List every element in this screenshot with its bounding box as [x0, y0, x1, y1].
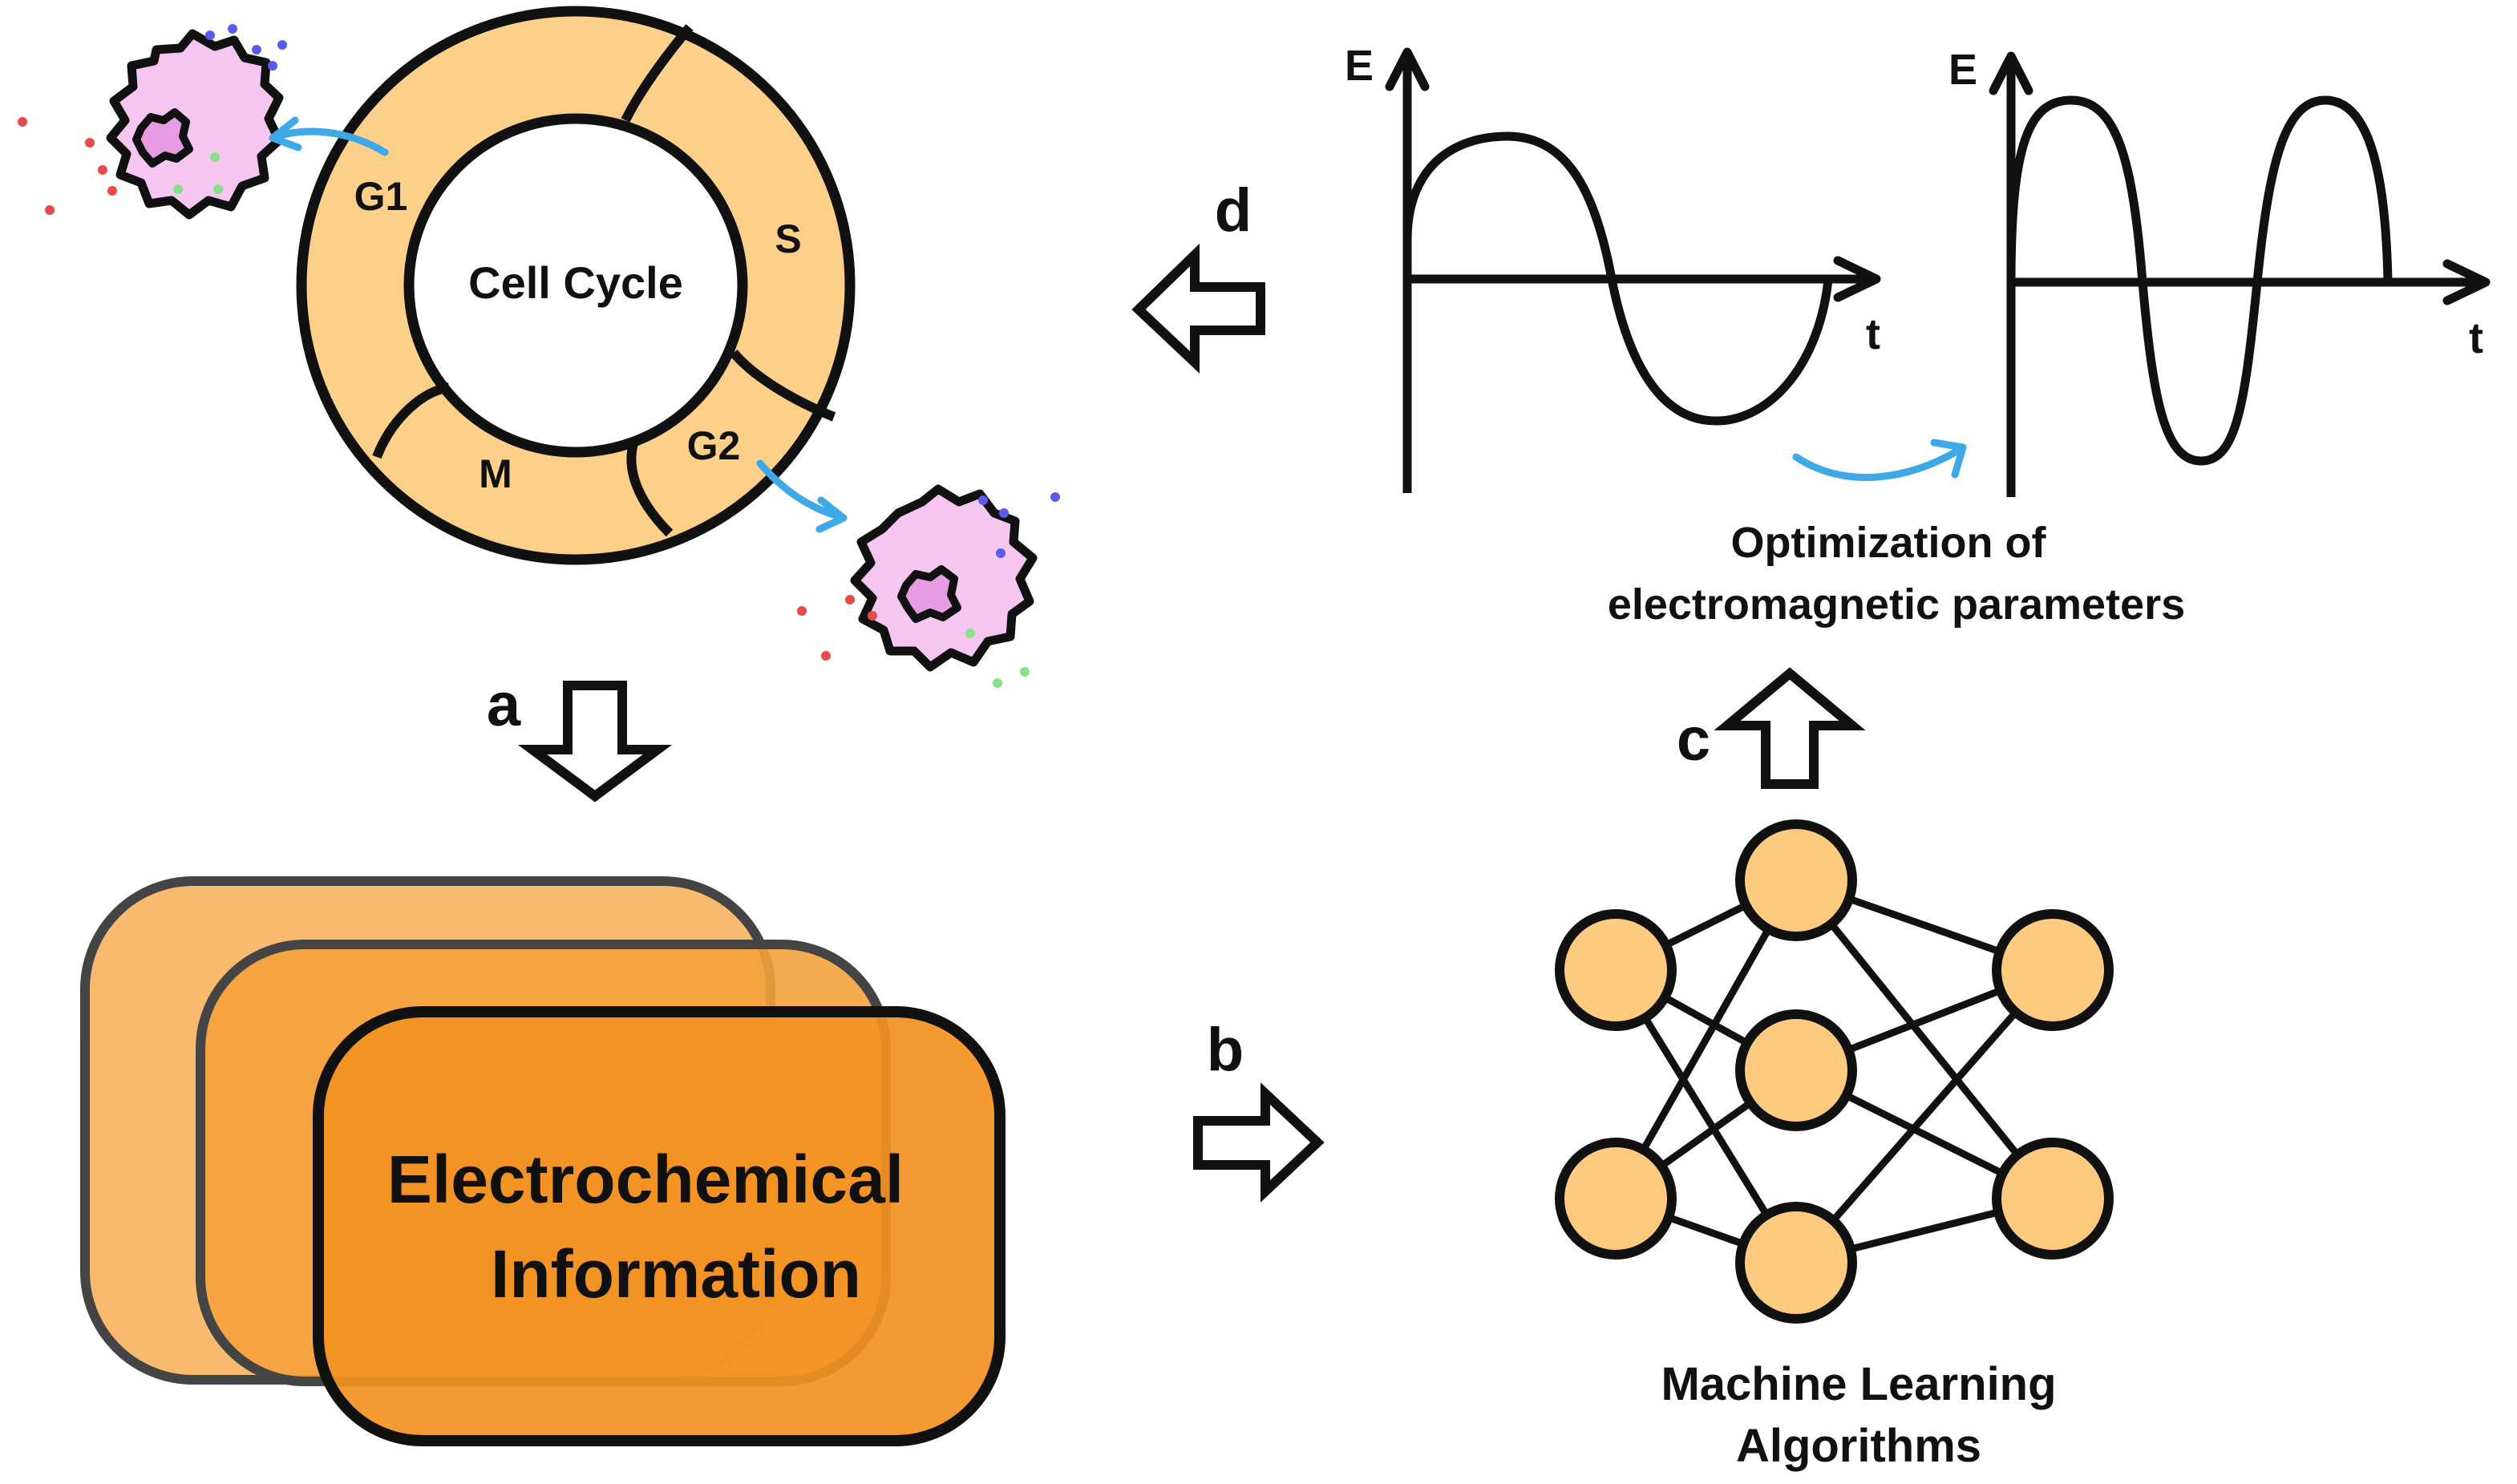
- dot: [821, 651, 831, 661]
- dot: [999, 508, 1009, 518]
- nn-node-left-top: [1555, 909, 1677, 1031]
- dot: [1050, 492, 1060, 502]
- phase-m-label: M: [479, 451, 512, 496]
- step-b: b: [1193, 1016, 1325, 1203]
- dot: [996, 548, 1006, 558]
- graph2-y-label: E: [1948, 46, 1977, 94]
- phase-g2-label: G2: [687, 423, 741, 468]
- y-axis-arrowhead: [1385, 47, 1430, 91]
- optimization-line-1: Optimization of: [1731, 519, 2047, 567]
- waveform-graph-1: E t: [1345, 42, 1881, 493]
- neural-network: Machine Learning Algorithms: [1555, 819, 2114, 1472]
- optimization-line-2: electromagnetic parameters: [1608, 580, 2185, 629]
- arrow-up-icon: [1714, 667, 1866, 789]
- dot: [965, 629, 975, 638]
- divider-g2-m: [626, 442, 674, 537]
- cell-nucleus: [132, 108, 193, 168]
- step-c-label: c: [1677, 706, 1710, 774]
- divider-g1-s: [621, 24, 694, 123]
- x-axis-arrowhead: [2442, 259, 2491, 305]
- arrow-left-icon: [1131, 243, 1265, 374]
- divider-m-g1: [372, 382, 451, 459]
- cell-nucleus: [897, 565, 961, 623]
- nn-node-right-bottom: [1992, 1138, 2114, 1260]
- ml-line-1: Machine Learning: [1661, 1358, 2056, 1410]
- dot: [1020, 667, 1030, 677]
- nn-node-right-top: [1992, 909, 2114, 1031]
- dot: [868, 611, 877, 621]
- dot: [797, 606, 807, 616]
- dot: [98, 165, 107, 175]
- step-a: a: [487, 671, 673, 803]
- blue-arrow-g2: [756, 459, 848, 533]
- dot: [228, 24, 237, 34]
- dot: [252, 45, 261, 55]
- dot: [268, 61, 277, 71]
- cell-body: [106, 29, 284, 220]
- dot: [993, 678, 1002, 688]
- dot: [173, 184, 183, 194]
- dot: [18, 117, 27, 127]
- step-b-label: b: [1207, 1016, 1244, 1084]
- graph2-x-label: t: [2469, 314, 2483, 362]
- info-line-2: Information: [491, 1236, 861, 1312]
- graph1-x-label: t: [1866, 310, 1880, 358]
- arrow-right-icon: [1193, 1082, 1325, 1203]
- x-axis-arrowhead: [1833, 256, 1881, 302]
- phase-g1-label: G1: [354, 174, 408, 219]
- dot: [45, 205, 55, 215]
- cell-cycle-ring: Cell Cycle G1 S G2 M: [296, 6, 856, 565]
- step-d-label: d: [1215, 176, 1252, 245]
- blue-arrow-graphs: [1792, 439, 1967, 481]
- blue-arrow-g1: [269, 116, 389, 156]
- electrochemical-info-stack: Electrochemical Information: [80, 876, 1006, 1446]
- cell-cycle-label: Cell Cycle: [468, 257, 683, 308]
- nn-node-mid-center: [1735, 1009, 1857, 1131]
- step-c: c: [1677, 667, 1866, 789]
- dot: [978, 495, 988, 505]
- nn-node-mid-top: [1735, 819, 1857, 941]
- sine-wave: [1402, 131, 1833, 426]
- step-a-label: a: [487, 671, 521, 739]
- y-axis-arrowhead: [1989, 51, 2033, 95]
- cell-icon-g2: [797, 484, 1060, 688]
- waveform-graph-2: E t: [1948, 46, 2491, 497]
- ml-line-2: Algorithms: [1736, 1420, 1981, 1472]
- dot: [107, 186, 117, 196]
- divider-s-g2: [730, 350, 836, 422]
- ring-inner: [403, 113, 748, 458]
- nn-node-left-bottom: [1555, 1138, 1677, 1260]
- dot: [213, 184, 223, 194]
- dot: [845, 595, 855, 605]
- sine-wave: [2006, 95, 2393, 466]
- dot: [85, 138, 95, 148]
- graph1-y-label: E: [1345, 42, 1374, 90]
- phase-s-label: S: [775, 216, 801, 261]
- dot: [277, 40, 287, 50]
- box-front: [313, 1006, 1006, 1446]
- dot: [210, 152, 220, 162]
- cell-icon-top-left: [18, 24, 287, 220]
- info-line-1: Electrochemical: [387, 1142, 904, 1217]
- dot: [205, 30, 215, 40]
- arrow-down-icon: [517, 681, 673, 803]
- nn-node-mid-bottom: [1735, 1202, 1857, 1324]
- step-d: d: [1131, 176, 1265, 374]
